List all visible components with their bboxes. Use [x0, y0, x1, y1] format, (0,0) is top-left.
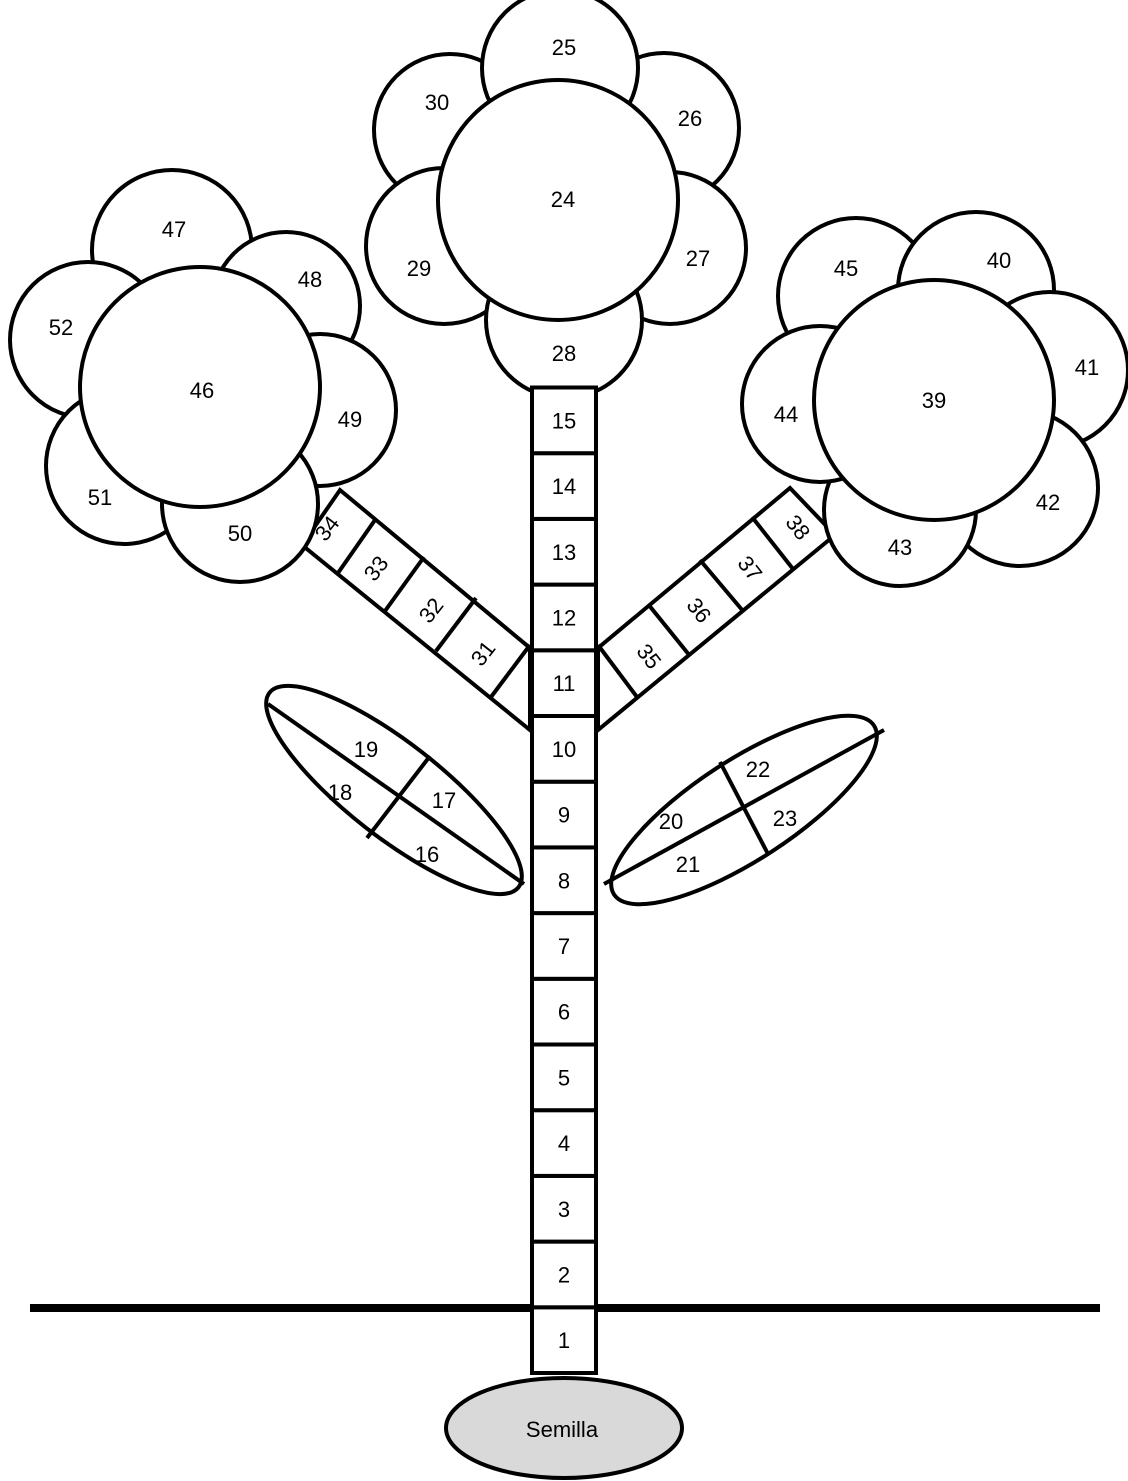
stem-segment-label: 9 — [558, 803, 570, 828]
stem-segment: 6 — [532, 979, 596, 1045]
leaf-left-label-16: 16 — [415, 842, 439, 867]
flower-right-petal-label-40: 40 — [987, 248, 1011, 273]
flower-left-petal-label-51: 51 — [88, 485, 112, 510]
flower-left-petal-label-47: 47 — [162, 217, 186, 242]
stem-segment: 12 — [532, 585, 596, 651]
flower-top-petal-label-26: 26 — [678, 106, 702, 131]
seed-label: Semilla — [526, 1417, 599, 1442]
leaf-right-label-23: 23 — [773, 806, 797, 831]
leaf-left-label-17: 17 — [432, 788, 456, 813]
stem-segment: 2 — [532, 1242, 596, 1308]
stem-segment: 4 — [532, 1110, 596, 1176]
flower-right-petal-label-43: 43 — [888, 535, 912, 560]
stem-segment: 5 — [532, 1045, 596, 1111]
stem-segment: 10 — [532, 716, 596, 782]
stem-segment: 1 — [532, 1307, 596, 1373]
stem-segment-label: 3 — [558, 1197, 570, 1222]
flower-top: 25 26 27 28 29 30 24 — [366, 0, 746, 398]
stem-segment-label: 4 — [558, 1131, 570, 1156]
stem-segment-label: 8 — [558, 868, 570, 893]
flower-right-petal-label-42: 42 — [1036, 490, 1060, 515]
flower-left-petal-label-48: 48 — [298, 267, 322, 292]
flower-top-center-label: 24 — [551, 187, 575, 212]
stem-segment: 3 — [532, 1176, 596, 1242]
stem-segment-label: 7 — [558, 934, 570, 959]
branch-right: 35 36 37 38 — [598, 488, 835, 730]
stem-segment-label: 14 — [552, 474, 576, 499]
seed: Semilla — [446, 1378, 682, 1478]
stem-segment: 9 — [532, 782, 596, 848]
stem-segment: 11 — [532, 650, 596, 716]
flower-left-center-label: 46 — [190, 378, 214, 403]
stem-segment: 13 — [532, 519, 596, 585]
stem-segment-label: 1 — [558, 1328, 570, 1353]
leaf-right: 20 21 22 23 — [587, 684, 901, 937]
flower-top-petal-label-30: 30 — [425, 90, 449, 115]
stem-segment-label: 2 — [558, 1262, 570, 1287]
stem-segment-label: 6 — [558, 1000, 570, 1025]
flower-right-center-label: 39 — [922, 388, 946, 413]
flower-top-petal-label-27: 27 — [686, 246, 710, 271]
leaf-right-label-20: 20 — [659, 809, 683, 834]
flower-top-petal-label-25: 25 — [552, 35, 576, 60]
stem-segment: 14 — [532, 453, 596, 519]
flower-right-petal-label-44: 44 — [774, 402, 798, 427]
leaf-right-label-21: 21 — [676, 852, 700, 877]
stem-segment-label: 15 — [552, 408, 576, 433]
leaf-left-label-19: 19 — [354, 737, 378, 762]
stem-segment-label: 12 — [552, 605, 576, 630]
flower-left-petal-label-52: 52 — [49, 315, 73, 340]
branch-left: 31 32 33 34 — [302, 490, 530, 730]
flower-left-petal-label-49: 49 — [338, 407, 362, 432]
leaf-right-label-22: 22 — [746, 757, 770, 782]
stem-segment-label: 13 — [552, 540, 576, 565]
flower-top-petal-label-29: 29 — [407, 256, 431, 281]
stem-segment-label: 10 — [552, 737, 576, 762]
stem-segment: 15 — [532, 388, 596, 454]
flower-top-petal-label-28: 28 — [552, 341, 576, 366]
stem-segment: 8 — [532, 847, 596, 913]
flower-right-petal-label-45: 45 — [834, 256, 858, 281]
flower-left-petal-label-50: 50 — [228, 521, 252, 546]
flower-right-petal-label-41: 41 — [1075, 355, 1099, 380]
leaf-left-label-18: 18 — [328, 780, 352, 805]
stem-segment-label: 11 — [553, 671, 576, 696]
stem-segment: 7 — [532, 913, 596, 979]
stem-segment-label: 5 — [558, 1065, 570, 1090]
